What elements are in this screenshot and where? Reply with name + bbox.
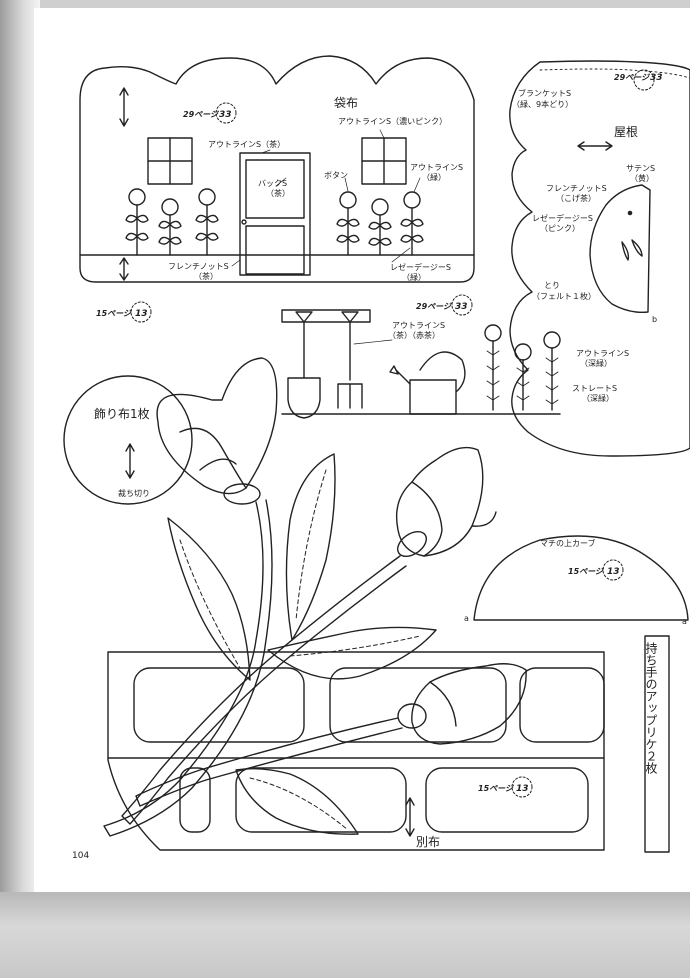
label-back-stitch: バックS <box>258 179 287 188</box>
garden-ref-num: 33 <box>455 302 468 312</box>
left-flowers <box>125 188 219 256</box>
label-b-mark: b <box>652 315 657 324</box>
gusset-a-left: a <box>464 614 469 623</box>
label-roof-outline-sub: （深緑） <box>580 358 612 368</box>
gusset-curve <box>473 535 689 621</box>
house-ref-num: 33 <box>219 110 232 120</box>
page-number: 104 <box>72 851 89 861</box>
label-roof-lazy-daisy-sub: （ピンク） <box>540 224 580 233</box>
label-roof-outline: アウトラインS <box>576 349 629 358</box>
label-outline-brown: アウトラインS（茶） <box>208 139 285 149</box>
roof-title: 屋根 <box>614 125 638 139</box>
label-garden-outline: アウトラインS <box>392 321 445 330</box>
label-satin-sub: （黄） <box>630 173 654 183</box>
gusset-ref-page: 15ページ <box>568 567 605 576</box>
right-flowers <box>336 191 424 256</box>
garden-ref-page: 29ページ <box>416 302 453 311</box>
gusset-title: マチの上カーブ <box>540 538 596 548</box>
label-bird: とり <box>544 281 560 290</box>
roof-panel <box>484 60 690 457</box>
label-straight-sub: （深緑） <box>582 393 614 403</box>
label-button: ボタン <box>324 171 348 180</box>
house-panel <box>79 55 475 283</box>
handle-ref-num: 13 <box>516 784 529 794</box>
gusset-ref-num: 13 <box>607 567 620 577</box>
house-ref-page: 29ページ <box>183 110 220 119</box>
house-title: 袋布 <box>334 96 358 110</box>
deco-title: 飾り布1枚 <box>94 406 150 421</box>
label-blanket: ブランケットS <box>518 88 571 98</box>
label-outline-green: アウトラインS <box>410 163 463 172</box>
deco-cut-label: 裁ち切り <box>118 488 150 498</box>
label-outline-dark-pink: アウトラインS（濃いピンク） <box>338 116 447 126</box>
garden-tools <box>281 294 561 419</box>
label-roof-french-knot: フレンチノットS <box>546 184 607 193</box>
handle-ref-page: 15ページ <box>478 784 515 793</box>
label-lazy-daisy-sub: （緑） <box>402 272 426 282</box>
label-roof-french-knot-sub: （こげ茶） <box>556 193 596 203</box>
gusset-a-right: a <box>682 617 687 626</box>
label-blanket-sub: （緑、9本どり） <box>512 99 573 109</box>
label-outline-green-sub: （緑） <box>422 172 446 182</box>
label-french-knot: フレンチノットS <box>168 262 229 271</box>
label-bird-sub: （フェルト１枚） <box>532 291 596 301</box>
label-garden-outline-sub: （茶）（赤茶） <box>388 330 440 340</box>
deco-ref-page: 15ページ <box>96 309 133 318</box>
binding-shadow <box>0 0 40 900</box>
label-roof-lazy-daisy: レゼーデージーS <box>532 213 593 223</box>
label-lazy-daisy: レゼーデージーS <box>390 262 451 272</box>
roof-ref-num: 33 <box>650 73 663 83</box>
label-straight: ストレートS <box>572 384 617 393</box>
handle-side-label: 持ち手のアップリケ２枚 <box>644 641 658 775</box>
roof-ref-page: 29ページ <box>614 73 651 82</box>
handle-panel <box>107 635 670 853</box>
deco-circle <box>63 301 193 505</box>
deco-ref-num: 13 <box>135 309 148 319</box>
scan-bottom-edge <box>0 892 690 978</box>
tulip-applique <box>103 357 527 837</box>
label-french-knot-sub: （茶） <box>194 271 218 281</box>
label-separate-cloth: 別布 <box>416 835 440 849</box>
label-satin: サテンS <box>626 164 655 173</box>
label-back-stitch-sub: （茶） <box>266 188 290 198</box>
